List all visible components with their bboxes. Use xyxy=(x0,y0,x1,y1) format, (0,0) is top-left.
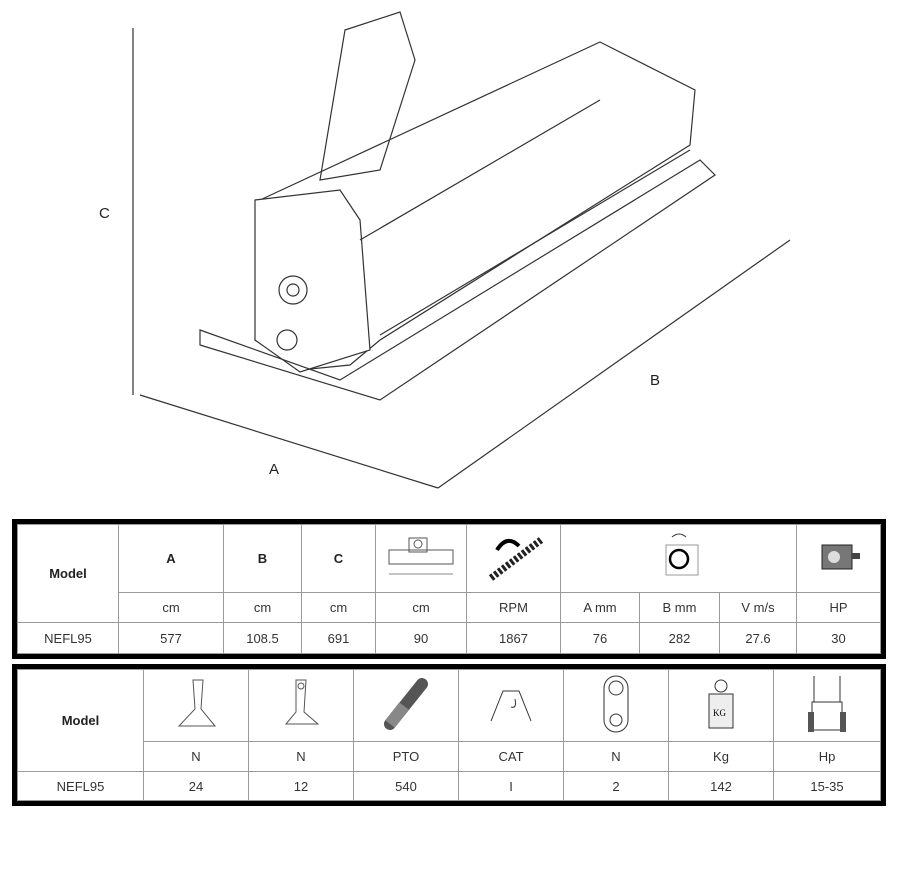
value-tractor-hp: 15-35 xyxy=(773,771,881,801)
value-weight: 142 xyxy=(668,771,774,801)
value-cat: I xyxy=(458,771,564,801)
dimension-a-line xyxy=(139,394,439,489)
unit-rpm: RPM xyxy=(466,592,561,623)
model-value: NEFL95 xyxy=(17,622,119,654)
header-a: A xyxy=(118,524,224,593)
unit-a-mm: A mm xyxy=(560,592,640,623)
value-b-mm: 282 xyxy=(639,622,720,654)
pto-shaft-icon xyxy=(353,669,459,742)
gearbox-icon xyxy=(796,524,881,593)
unit-c: cm xyxy=(301,592,376,623)
specs-table-dimensions: Model A B C cm cm cm cm RPM A mm B mm V … xyxy=(12,519,886,659)
value-rpm: 1867 xyxy=(466,622,561,654)
hitch-category-icon xyxy=(458,669,564,742)
value-width: 90 xyxy=(375,622,467,654)
value-c: 691 xyxy=(301,622,376,654)
unit-hammer-blades: N xyxy=(248,741,354,772)
value-a: 577 xyxy=(118,622,224,654)
y-blade-icon xyxy=(143,669,249,742)
unit-tractor-hp: Hp xyxy=(773,741,881,772)
dimension-c-label: C xyxy=(99,205,110,222)
belt-icon xyxy=(563,669,669,742)
rotor-rpm-icon xyxy=(466,524,561,593)
value-hp: 30 xyxy=(796,622,881,654)
hammer-blade-icon xyxy=(248,669,354,742)
unit-a: cm xyxy=(118,592,224,623)
tractor-icon xyxy=(773,669,881,742)
unit-pto: PTO xyxy=(353,741,459,772)
value-y-blades: 24 xyxy=(143,771,249,801)
dimension-a-label: A xyxy=(269,461,279,478)
unit-b: cm xyxy=(223,592,302,623)
unit-belts: N xyxy=(563,741,669,772)
model-header: Model xyxy=(17,524,119,623)
value-b: 108.5 xyxy=(223,622,302,654)
weight-icon: KG xyxy=(668,669,774,742)
svg-text:KG: KG xyxy=(713,708,726,718)
cutting-width-icon xyxy=(375,524,467,593)
dimension-b-label: B xyxy=(650,372,660,389)
unit-cat: CAT xyxy=(458,741,564,772)
model-value: NEFL95 xyxy=(17,771,144,801)
unit-b-mm: B mm xyxy=(639,592,720,623)
value-hammer-blades: 12 xyxy=(248,771,354,801)
unit-v: V m/s xyxy=(718,592,798,623)
unit-y-blades: N xyxy=(143,741,249,772)
unit-width: cm xyxy=(375,592,467,623)
value-a-mm: 76 xyxy=(560,622,640,654)
dimension-b-line xyxy=(437,239,791,489)
value-v: 27.6 xyxy=(718,622,798,654)
value-pto: 540 xyxy=(353,771,459,801)
unit-hp: HP xyxy=(796,592,881,623)
header-b: B xyxy=(223,524,302,593)
rotor-section-icon xyxy=(559,524,798,593)
value-belts: 2 xyxy=(563,771,669,801)
model-header: Model xyxy=(17,669,144,772)
header-c: C xyxy=(301,524,376,593)
three-point-hitch xyxy=(319,11,416,181)
flail-mower-drawing: C A B xyxy=(99,11,791,489)
roller xyxy=(199,159,716,401)
unit-weight: Kg xyxy=(668,741,774,772)
specs-table-components: Model KG N N PTO CAT N Kg Hp NEFL95 24 1… xyxy=(12,664,886,806)
